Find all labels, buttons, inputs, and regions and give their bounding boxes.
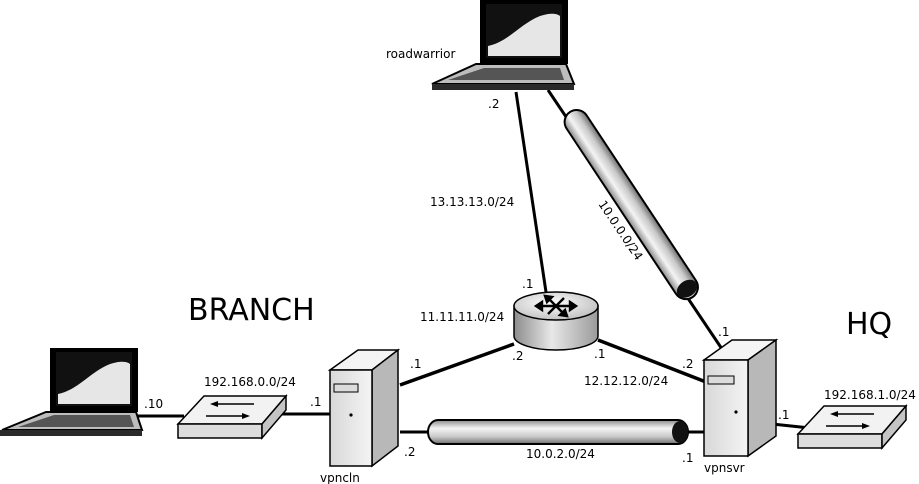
switch-hq bbox=[796, 403, 908, 451]
addr-vpnsvr-lan: .1 bbox=[778, 408, 789, 422]
site-label-branch: BRANCH bbox=[188, 293, 315, 328]
laptop-roadwarrior bbox=[431, 0, 576, 90]
server-vpnsvr bbox=[701, 338, 779, 458]
addr-vpnsvr-12: .2 bbox=[682, 357, 693, 371]
site-label-hq: HQ bbox=[846, 307, 892, 342]
addr-rw-13: .2 bbox=[488, 97, 499, 111]
addr-vpnsvr-rw-tunnel: .1 bbox=[718, 325, 729, 339]
switch-branch bbox=[176, 393, 288, 441]
network-label-11: 11.11.11.0/24 bbox=[420, 310, 504, 324]
addr-router-11: .2 bbox=[512, 349, 523, 363]
network-label-lan-branch: 192.168.0.0/24 bbox=[204, 375, 296, 389]
network-label-13: 13.13.13.0/24 bbox=[430, 195, 514, 209]
host-label-roadwarrior: roadwarrior bbox=[386, 47, 455, 61]
addr-vpnsvr-tunnel: .1 bbox=[682, 451, 693, 465]
host-label-vpnsvr: vpnsvr bbox=[704, 461, 745, 475]
laptop-branch bbox=[0, 348, 144, 436]
link-router-vpnsvr bbox=[597, 338, 707, 384]
addr-router-13: .1 bbox=[522, 277, 533, 291]
router-arrows-icon bbox=[533, 294, 579, 318]
host-label-vpncln: vpncln bbox=[320, 471, 360, 484]
tunnel-site-to-site bbox=[427, 419, 689, 445]
addr-branch-laptop: .10 bbox=[144, 397, 163, 411]
link-vpncln-router bbox=[399, 342, 515, 387]
addr-vpncln-lan: .1 bbox=[310, 395, 321, 409]
addr-vpncln-tunnel: .2 bbox=[404, 445, 415, 459]
network-label-lan-hq: 192.168.1.0/24 bbox=[824, 388, 916, 402]
tunnel-roadwarrior bbox=[563, 109, 699, 301]
network-label-tunnel-site: 10.0.2.0/24 bbox=[526, 447, 595, 461]
link-roadwarrior-router bbox=[514, 91, 548, 293]
addr-router-12: .1 bbox=[594, 347, 605, 361]
network-label-12: 12.12.12.0/24 bbox=[584, 374, 668, 388]
addr-vpncln-11: .1 bbox=[410, 357, 421, 371]
router bbox=[513, 291, 599, 351]
server-vpncln bbox=[327, 348, 401, 468]
